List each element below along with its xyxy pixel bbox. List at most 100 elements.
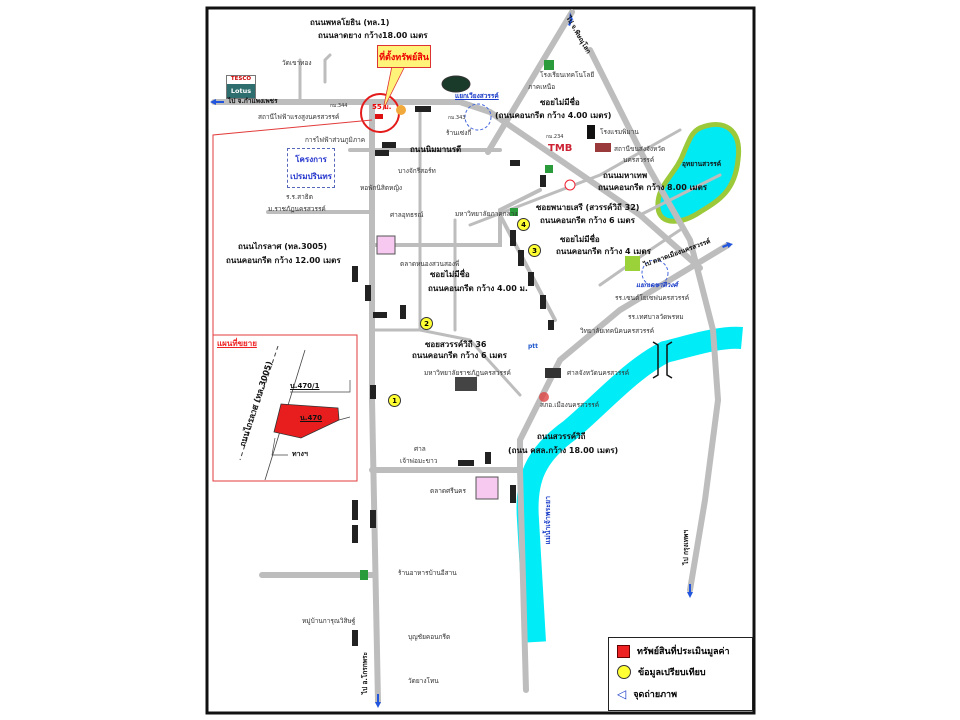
direction-to-krok-phra: ไป อ.โกรกพระ xyxy=(361,652,369,695)
label-bunchai: บุญชัยคอนกรีต xyxy=(408,633,451,641)
label-rajabhat: มหาวิทยาลัยราชภัฏนครสวรรค์ xyxy=(424,369,511,377)
comparable-marker-1: 1 xyxy=(388,394,401,407)
police-icon xyxy=(539,392,549,402)
road-spec-soi-unnamed-2: ถนนคอนกรีต กว้าง 4 เมตร xyxy=(556,247,651,256)
legend-item-photo: ◁จุดถ่ายภาพ xyxy=(617,687,678,701)
label-market-1: ตลาดหนองสวนสองพี่ xyxy=(400,260,460,268)
inset-access-road: ทางฯ xyxy=(292,450,308,458)
map-legend: ทรัพย์สินที่ประเมินมูลค่า ข้อมูลเปรียบเท… xyxy=(608,637,753,711)
river-chao-phraya xyxy=(516,326,743,643)
seven-eleven-icon-1 xyxy=(544,60,554,70)
label-central-univ: มหาวิทยาลัยภาคกลาง xyxy=(455,210,518,218)
label-st-joseph: รร.เซนต์โยเซฟนครสวรรค์ xyxy=(615,294,690,302)
label-intersection-1: แยกเวียงสวรรค์ xyxy=(455,92,499,100)
direction-to-bangkok: ไป กรุงเทพฯ xyxy=(682,530,690,565)
property-callout: ที่ตั้งทรัพย์สิน xyxy=(377,45,431,68)
comparable-marker-3: 3 xyxy=(528,244,541,257)
km234-label: กม.234 xyxy=(546,134,564,140)
label-restaurant: ร้านอาหารบ้านอีสาน xyxy=(398,569,457,577)
comparable-marker-4: 4 xyxy=(517,218,530,231)
road-east xyxy=(587,47,722,593)
road-label-phahonyothin: ถนนพหลโยธิน (ทล.1) xyxy=(310,18,390,27)
road-spec-soi-nai-seri: ถนนคอนกรีต กว้าง 6 เมตร xyxy=(540,216,635,225)
road-misc-8 xyxy=(638,173,722,217)
label-shrine-1: ศาล xyxy=(414,445,426,453)
legend-item-comparable: ข้อมูลเปรียบเทียบ xyxy=(617,665,706,679)
label-bus-station-1: สถานีขนส่งจังหวัด xyxy=(614,145,666,153)
label-pea: การไฟฟ้าส่วนภูมิภาค xyxy=(305,136,366,144)
arrow-to-market-icon xyxy=(722,242,733,248)
legend-item-property: ทรัพย์สินที่ประเมินมูลค่า xyxy=(617,644,730,658)
label-wat-top: วัดเขาทอง xyxy=(282,59,312,67)
road-label-mahathep: ถนนมหาเทพ xyxy=(603,171,648,180)
bus-icon xyxy=(595,143,611,152)
label-demo-school: ร.ร.สาธิต xyxy=(286,193,313,201)
stadium-icon xyxy=(441,75,471,93)
rajabhat-icon xyxy=(455,377,477,391)
label-bangchak: บางจักรีสอร์ท xyxy=(398,167,436,175)
road-label-sawanwithi: ถนนสวรรค์วิถี xyxy=(537,432,586,441)
inset-plot-subject: น.470 xyxy=(300,414,323,422)
yellow-circle-icon xyxy=(617,665,631,679)
label-bus-station-2: นครสวรรค์ xyxy=(623,156,655,164)
seven-eleven-icon-2 xyxy=(545,165,553,173)
label-power-station: สถานีไฟฟ้าแรงสูงนครสวรรค์ xyxy=(258,113,340,121)
road-label-nimmanoradee: ถนนนิมมานรดี xyxy=(410,145,462,154)
road-spec-soi-unnamed-1: (ถนนคอนกรีต กว้าง 4.00 เมตร) xyxy=(495,111,612,120)
inset-subject-plot xyxy=(273,403,340,439)
inset-plot-neighbor: น.470/1 xyxy=(290,382,320,390)
inset-connector xyxy=(212,119,373,335)
arrow-to-phitsanulok-icon xyxy=(568,12,574,26)
road-spec-soi-sawan-36: ถนนคอนกรีต กว้าง 6 เมตร xyxy=(412,351,507,360)
label-river: แม่น้ำเจ้าพระยา xyxy=(544,496,552,545)
roads xyxy=(211,9,731,705)
road-misc-6 xyxy=(370,328,522,397)
camera-direction-icon: ◁ xyxy=(617,687,627,701)
label-village: หมู่บ้านการุณวิสิษฐ์ xyxy=(302,617,356,625)
bigc-icon xyxy=(625,256,640,271)
bank-icon xyxy=(564,179,576,191)
arrow-to-kamphaeng-icon xyxy=(210,99,224,105)
tmb-logo: TMB xyxy=(548,143,573,154)
km344-label: กม.344 xyxy=(330,103,348,109)
distance-label: 55 ม. xyxy=(372,103,392,111)
seven-eleven-icon-4 xyxy=(360,570,368,580)
shell-icon xyxy=(396,105,406,115)
label-tech-school-1: โรงเรียนเทคโนโลยี xyxy=(540,71,595,79)
ptt-logo: ptt xyxy=(528,343,539,350)
comparable-marker-2: 2 xyxy=(420,317,433,330)
road-label-soi-sawan-36: ซอยสวรรค์วิถี 36 xyxy=(425,340,487,349)
road-misc-2 xyxy=(370,188,542,247)
label-shrine-2: เจ้าพ่อมะขาว xyxy=(400,457,438,465)
direction-to-kamphaeng-phet: ไป จ.กำแพงเพชร xyxy=(228,97,278,105)
label-intersection-2: แยกเดชาติวงศ์ xyxy=(636,281,678,289)
road-spec-soi-unnamed-3: ถนนคอนกรีต กว้าง 4.00 ม. xyxy=(428,284,528,293)
label-dorm: หอพักนิสิตหญิง xyxy=(360,184,403,192)
label-shop: ร้านเซ่งกี่ xyxy=(446,129,472,137)
prem-prin-project: โครงการเปรมปรินทร xyxy=(287,148,335,188)
seven-eleven-icon-3 xyxy=(510,208,518,216)
label-tech-college: วิทยาลัยเทคนิคนครสวรรค์ xyxy=(580,327,655,335)
callout-pointer xyxy=(382,65,406,111)
label-market-2: ตลาดศรีนคร xyxy=(430,487,466,495)
arrow-to-krokphra-icon xyxy=(375,694,381,708)
red-square-icon xyxy=(617,644,630,658)
road-label-krailat: ถนนไกรลาศ (ทล.3005) xyxy=(238,242,327,251)
road-misc-9 xyxy=(598,228,682,287)
bridge xyxy=(652,341,673,379)
road-spec-mahathep: ถนนคอนกรีต กว้าง 8.00 เมตร xyxy=(598,183,708,192)
road-label-soi-unnamed-1: ซอยไม่มีชื่อ xyxy=(540,98,580,107)
hotel-icon xyxy=(587,125,595,139)
market-icon-1 xyxy=(376,235,396,255)
intersection-circle-2 xyxy=(641,259,669,287)
road-misc-11 xyxy=(323,53,332,84)
label-tech-school-2: ภาคเหนือ xyxy=(528,83,556,91)
label-lake: อุทยานสวรรค์ xyxy=(682,160,722,168)
road-spec-krailat: ถนนคอนกรีต กว้าง 12.00 เมตร xyxy=(226,256,341,265)
label-provincial-court: ศาลจังหวัดนครสวรรค์ xyxy=(567,369,630,377)
provincial-court-icon xyxy=(545,368,561,378)
km343-label: กม.343 xyxy=(448,115,466,121)
arrow-to-bangkok-icon xyxy=(687,584,693,598)
label-wat-phrom-school: รร.เทศบาลวัดพรหม xyxy=(628,313,684,321)
